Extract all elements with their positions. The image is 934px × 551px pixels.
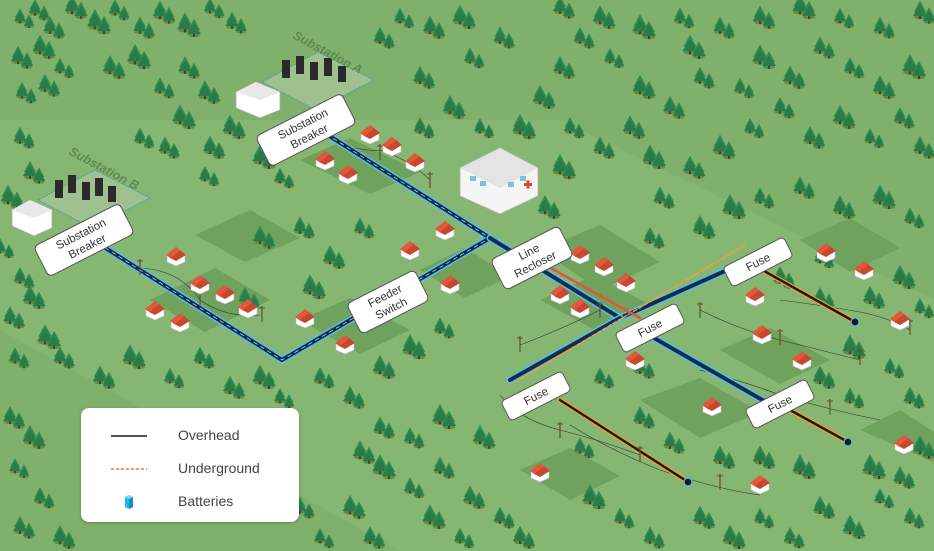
legend-overhead-label: Overhead bbox=[178, 427, 240, 443]
fuse-label-west: Fuse bbox=[501, 371, 571, 421]
substation-b bbox=[11, 169, 152, 237]
fuse-label-south: Fuse bbox=[745, 379, 815, 429]
legend-row-underground: Underground bbox=[81, 457, 299, 481]
line-terminals bbox=[683, 317, 860, 487]
legend-row-batteries: Batteries bbox=[81, 490, 299, 514]
legend-underground-label: Underground bbox=[178, 460, 260, 476]
underground-line-icon bbox=[111, 468, 147, 470]
underground-lines bbox=[514, 244, 858, 485]
legend: Overhead Underground Batteries bbox=[81, 408, 299, 522]
overhead-line-icon bbox=[111, 435, 147, 437]
fuse-label-center: Fuse bbox=[615, 303, 685, 353]
legend-row-overhead: Overhead bbox=[81, 424, 299, 448]
substation-a bbox=[235, 51, 376, 119]
hospital-building bbox=[459, 147, 539, 215]
breaker-a-label: Substation Breaker bbox=[256, 94, 356, 166]
legend-batteries-label: Batteries bbox=[178, 493, 234, 509]
battery-icon bbox=[125, 495, 133, 509]
fuse-label-east: Fuse bbox=[723, 237, 793, 287]
